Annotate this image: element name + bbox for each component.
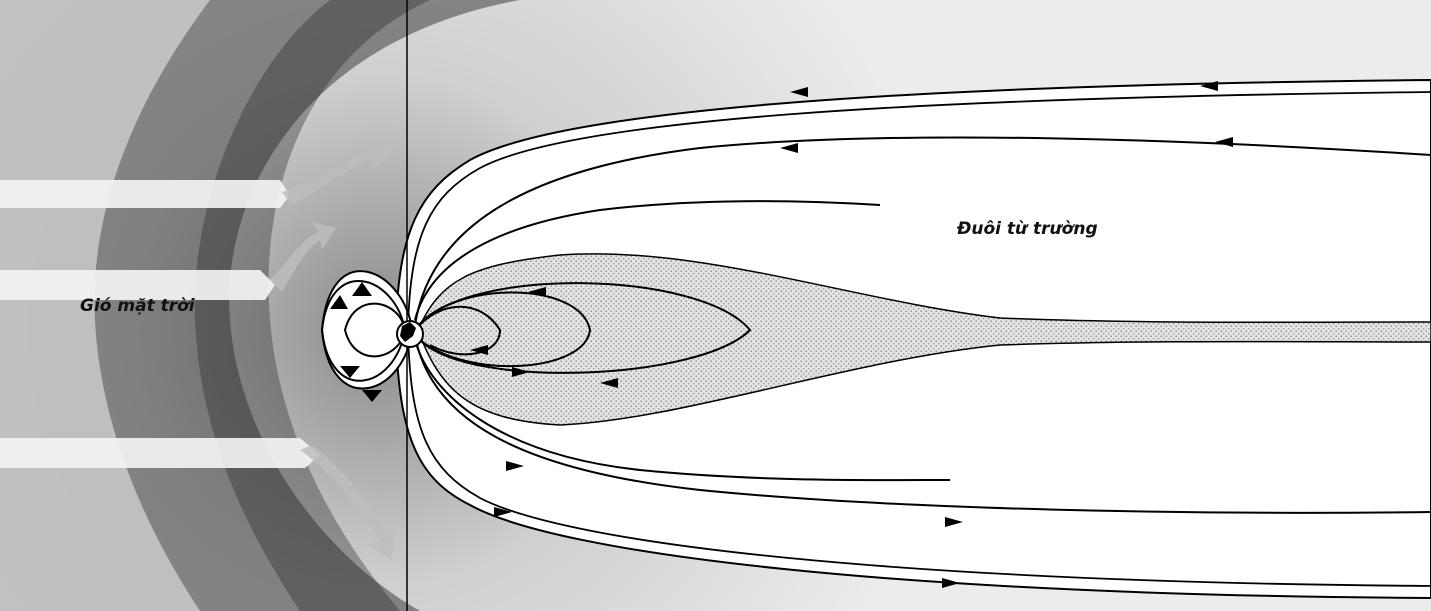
- magnetotail-label: Đuôi từ trường: [957, 219, 1098, 239]
- earth-icon: [397, 321, 423, 347]
- solar-wind-label: Gió mặt trời: [80, 296, 195, 316]
